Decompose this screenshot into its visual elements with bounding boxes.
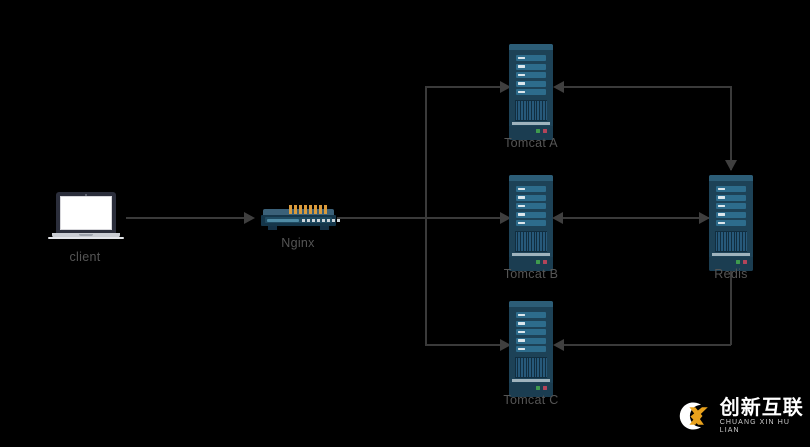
- server-status-led-green: [536, 260, 540, 264]
- edge-tomcat-b-to-redis: [563, 217, 709, 219]
- server-tower-icon-redis: [709, 175, 753, 271]
- node-label-tomcat-b: Tomcat B: [503, 267, 559, 281]
- server-top-cap: [509, 175, 553, 181]
- network-switch-icon: [261, 205, 340, 231]
- laptop-icon: [48, 192, 124, 240]
- edge-redis-to-tomcat-c-horizontal: [564, 344, 731, 346]
- watermark: 创新互联 CHUANG XIN HU LIAN: [672, 396, 810, 436]
- edge-client-to-nginx: [126, 217, 244, 219]
- switch-port-row: [302, 218, 340, 222]
- edge-redis-to-tomcat-c-vertical: [730, 266, 732, 345]
- edge-bus-to-tomcat-a: [425, 86, 500, 88]
- server-status-led-red: [543, 386, 547, 390]
- node-label-tomcat-c: Tomcat C: [503, 393, 559, 407]
- server-tower-icon-tomcat-b: [509, 175, 553, 271]
- watermark-brand-cn: 创新互联: [719, 395, 804, 419]
- server-base-panel: [709, 257, 753, 271]
- laptop-lid: [56, 192, 116, 234]
- laptop-screen: [60, 196, 112, 230]
- server-top-cap: [509, 44, 553, 50]
- node-label-nginx: Nginx: [281, 236, 315, 250]
- arrowhead-into-tomcat-c: [500, 339, 511, 351]
- server-base-panel: [509, 257, 553, 271]
- server-top-cap: [709, 175, 753, 181]
- server-vent-grille: [515, 100, 547, 121]
- server-status-led-red: [543, 129, 547, 133]
- edge-load-balancer-bus: [425, 87, 427, 345]
- switch-led-strip: [289, 205, 329, 214]
- server-drive-bays: [516, 55, 546, 95]
- edge-tomcat-a-to-redis-vertical: [730, 86, 732, 170]
- server-vent-grille: [515, 231, 547, 252]
- server-status-led-green: [536, 129, 540, 133]
- server-tower-icon-tomcat-a: [509, 44, 553, 140]
- server-vent-grille: [715, 231, 747, 252]
- arrowhead-into-tomcat-a-from-redis: [553, 81, 564, 93]
- arrowhead-into-tomcat-b: [500, 212, 511, 224]
- watermark-brand-pinyin: CHUANG XIN HU LIAN: [719, 419, 791, 434]
- server-tower-icon-tomcat-c: [509, 301, 553, 397]
- server-base-panel: [509, 383, 553, 397]
- server-divider: [712, 253, 750, 256]
- server-status-led-green: [536, 386, 540, 390]
- server-drive-bays: [716, 186, 746, 226]
- arrowhead-into-tomcat-c-from-redis: [553, 339, 564, 351]
- server-status-led-red: [743, 260, 747, 264]
- server-drive-bays: [516, 186, 546, 226]
- server-divider: [512, 253, 550, 256]
- edge-tomcat-a-to-redis-horizontal: [564, 86, 732, 88]
- server-top-cap: [509, 301, 553, 307]
- edge-bus-to-tomcat-c: [425, 344, 500, 346]
- arrowhead-into-tomcat-b-from-redis: [552, 212, 563, 224]
- switch-display-bar: [267, 218, 299, 222]
- laptop-camera-icon: [85, 193, 87, 196]
- arrowhead-into-nginx: [244, 212, 255, 224]
- node-label-client: client: [69, 250, 101, 264]
- node-label-redis: Redis: [714, 267, 748, 281]
- edge-nginx-to-tomcat-b: [337, 217, 500, 219]
- server-drive-bays: [516, 312, 546, 352]
- server-base-panel: [509, 126, 553, 140]
- server-status-led-green: [736, 260, 740, 264]
- laptop-base: [52, 233, 120, 238]
- server-divider: [512, 379, 550, 382]
- arrowhead-into-redis-left: [699, 212, 710, 224]
- watermark-text: 创新互联 CHUANG XIN HU LIAN: [720, 397, 810, 435]
- c-x-logo-icon: [679, 402, 708, 430]
- switch-foot-left: [268, 226, 277, 230]
- server-vent-grille: [515, 357, 547, 378]
- arrowhead-into-redis-top: [725, 160, 737, 171]
- server-divider: [512, 122, 550, 125]
- arrowhead-into-tomcat-a: [500, 81, 511, 93]
- node-label-tomcat-a: Tomcat A: [504, 136, 558, 150]
- laptop-stand: [48, 237, 124, 239]
- switch-foot-right: [320, 226, 329, 230]
- laptop-trackpad-notch: [79, 233, 93, 236]
- server-status-led-red: [543, 260, 547, 264]
- switch-top-panel: [263, 209, 334, 216]
